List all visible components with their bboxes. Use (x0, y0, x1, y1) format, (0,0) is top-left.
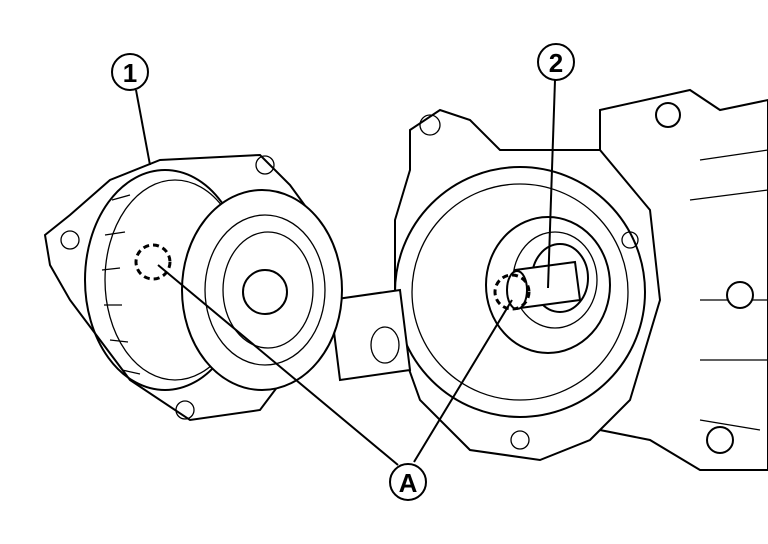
mark-a-left (134, 243, 172, 281)
callout-1-label: 1 (123, 58, 137, 88)
shaft (328, 288, 412, 382)
callout-1: 1 (111, 53, 149, 91)
callout-2: 2 (537, 43, 575, 81)
leader-a (157, 264, 513, 466)
callout-a: A (389, 463, 427, 501)
gear-assembly (43, 153, 343, 422)
leader-1 (135, 89, 151, 166)
mark-a-right (493, 273, 531, 311)
callout-a-label: A (399, 468, 418, 498)
transfer-housing (394, 88, 768, 471)
callout-2-label: 2 (549, 48, 563, 78)
leader-2 (547, 79, 556, 289)
